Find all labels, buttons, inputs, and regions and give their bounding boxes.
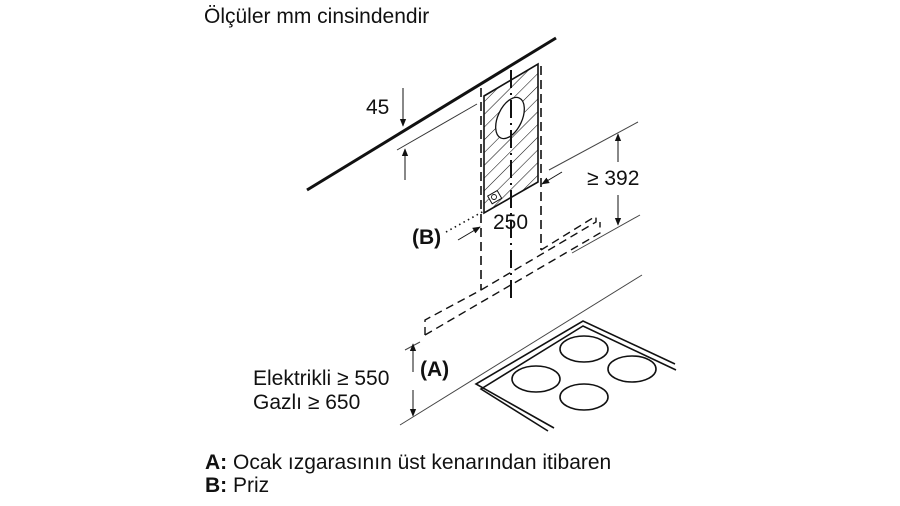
cooktop: [474, 320, 677, 432]
cooktop-clearance-dimension: [399, 274, 643, 426]
callout-a: (A): [420, 358, 450, 381]
burner-left: [511, 365, 561, 393]
burner-right: [607, 355, 657, 383]
legend: A: Ocak ızgarasının üst kenarından itiba…: [205, 451, 611, 497]
ceiling-gap-label: 45: [366, 96, 390, 119]
width-arrow-left: [457, 226, 481, 241]
hood-body-outline: [424, 215, 601, 336]
units-note: Ölçüler mm cinsindendir: [204, 5, 430, 28]
ceiling-gap-dimension: [396, 88, 478, 180]
ceiling-line: [306, 36, 557, 192]
burner-back: [559, 335, 609, 363]
legend-item-b: B: Priz: [205, 474, 270, 497]
min-height-label: ≥ 392: [587, 167, 640, 190]
height-above-dimension: [548, 121, 641, 254]
socket-icon: [486, 189, 503, 205]
burner-front: [559, 383, 609, 411]
width-arrow-right: [541, 171, 563, 185]
legend-item-a: A: Ocak ızgarasının üst kenarından itiba…: [205, 451, 612, 474]
electric-height-label: Elektrikli ≥ 550: [253, 367, 390, 390]
width-label: 250: [493, 211, 529, 234]
gas-height-label: Gazlı ≥ 650: [253, 391, 361, 414]
callout-b: (B): [412, 226, 442, 249]
socket-leader: [445, 210, 485, 233]
